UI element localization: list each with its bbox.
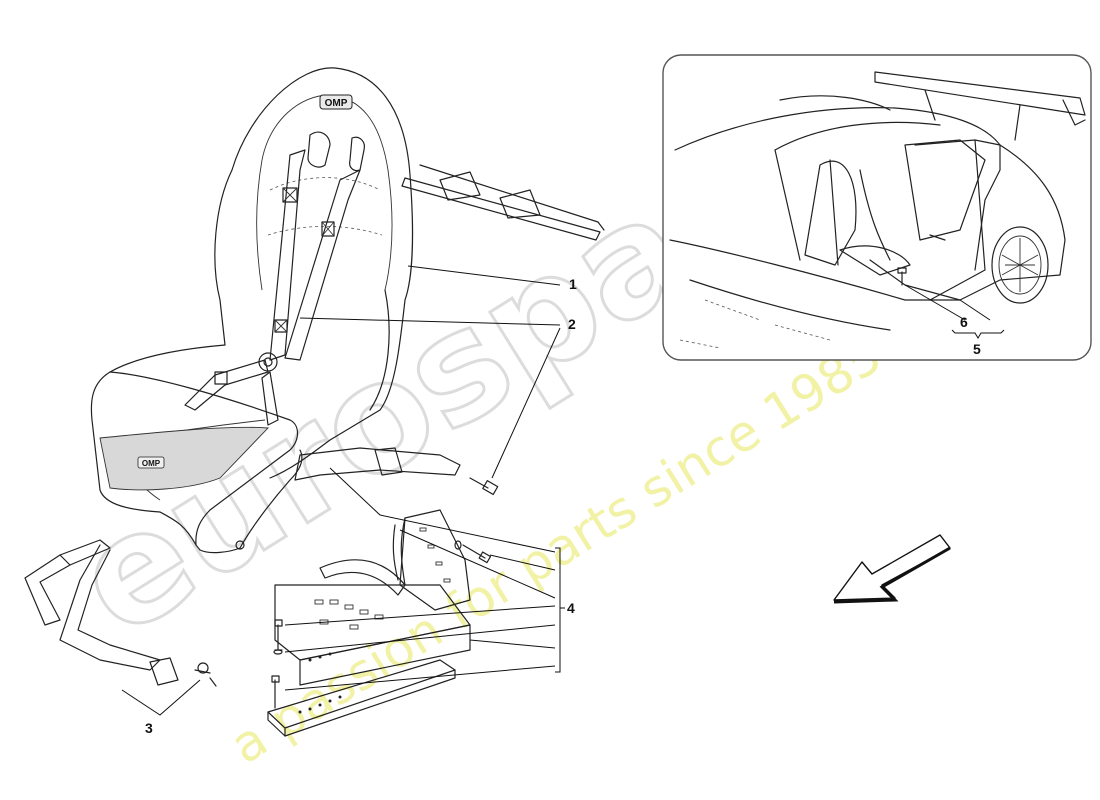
callout-3: 3 <box>145 720 153 736</box>
seat-logo-top-text: OMP <box>325 98 348 109</box>
direction-arrow-icon <box>833 534 951 604</box>
mounting-plate <box>267 509 492 737</box>
callout-1: 1 <box>569 276 577 292</box>
inset-callouts: 6 5 <box>960 314 981 357</box>
callout-2: 2 <box>568 316 576 332</box>
harness-bar <box>401 164 605 241</box>
callout-6: 6 <box>960 314 968 330</box>
seat-harness <box>184 149 461 481</box>
car-inset-panel <box>662 54 1092 361</box>
seat-shell <box>90 67 414 554</box>
callout-5: 5 <box>973 341 981 357</box>
loose-belt-part-3 <box>24 539 217 687</box>
leader-lines <box>121 265 565 716</box>
seat-logo-top: OMP <box>319 94 353 110</box>
seat-logo-cushion-text: OMP <box>142 459 161 468</box>
seat-logo-cushion: OMP <box>137 456 165 469</box>
callout-4: 4 <box>567 600 575 616</box>
bolt-part-2 <box>469 477 499 496</box>
callout-labels: 1 2 3 4 <box>145 276 577 736</box>
